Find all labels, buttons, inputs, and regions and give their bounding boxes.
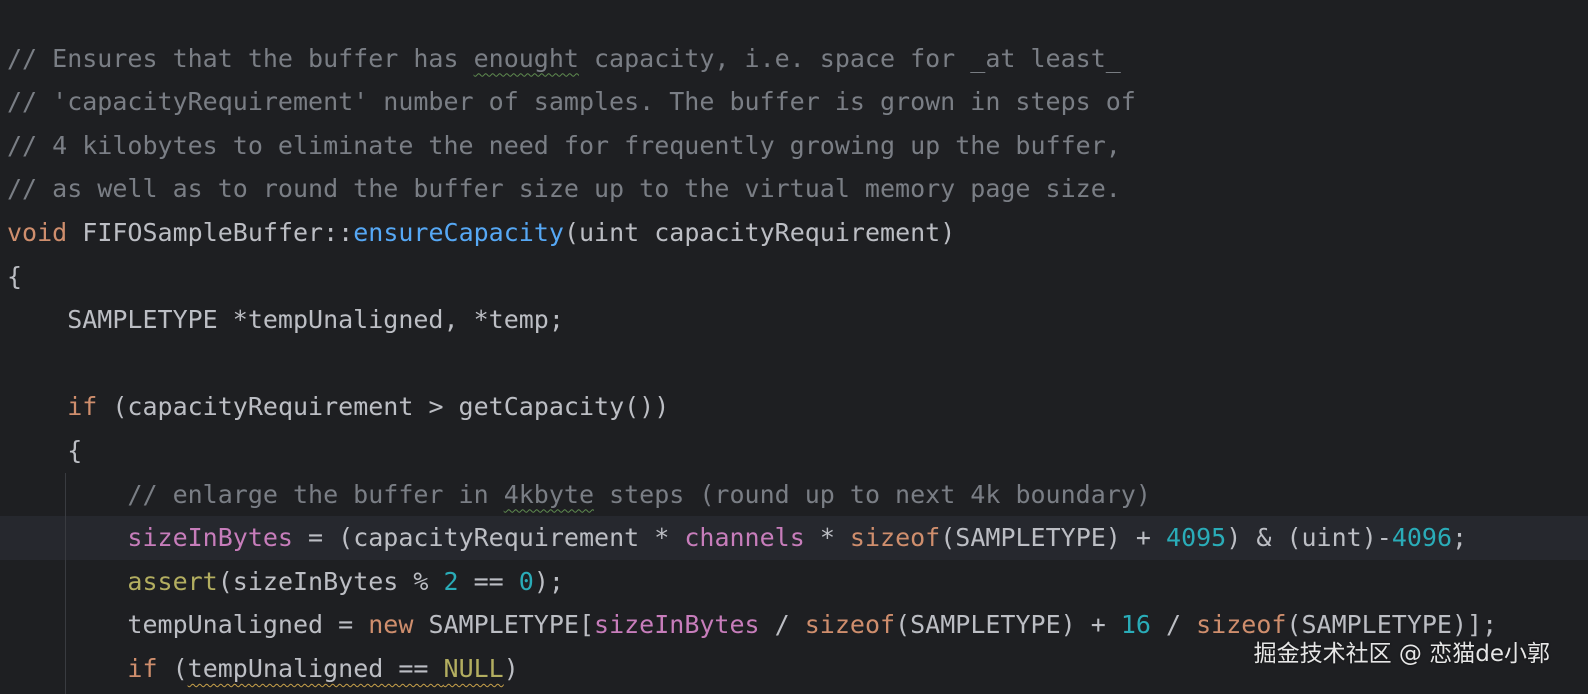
code-token-keyword: sizeof	[1196, 610, 1287, 640]
code-token-field: channels	[684, 523, 805, 553]
code-token-plain: (capacityRequirement > getCapacity())	[97, 392, 670, 422]
code-line-text: {	[7, 429, 82, 473]
code-line[interactable]: // as well as to round the buffer size u…	[0, 167, 1588, 211]
code-token-plain: SAMPLETYPE[	[413, 610, 595, 640]
code-line-text: // as well as to round the buffer size u…	[7, 167, 1121, 211]
code-line-text: SAMPLETYPE *tempUnaligned, *temp;	[7, 298, 564, 342]
code-token-keyword: sizeof	[804, 610, 896, 640]
code-token-plain: = (capacityRequirement *	[293, 523, 685, 553]
code-token-comment: // 'capacityRequirement' number of sampl…	[7, 87, 1136, 117]
code-line-text: if (capacityRequirement > getCapacity())	[7, 385, 669, 429]
code-token-macro: assert	[127, 566, 218, 596]
code-line-text: // enlarge the buffer in 4kbyte steps (r…	[7, 473, 1151, 517]
code-line-text: if (tempUnaligned == NULL)	[7, 647, 519, 691]
code-token-plain	[7, 523, 127, 552]
code-token-keyword: if	[127, 653, 158, 683]
code-line[interactable]: if (tempUnaligned == NULL)	[0, 647, 1588, 691]
code-line-text: // 'capacityRequirement' number of sampl…	[7, 80, 1136, 124]
code-token-plain-flagged: tempUnaligned ==	[187, 653, 444, 683]
code-token-plain	[7, 392, 67, 421]
code-token-plain: /	[759, 610, 805, 640]
code-line-text: {	[7, 255, 22, 299]
code-token-comment: // Ensures that the buffer has	[7, 43, 474, 73]
code-token-plain: (	[157, 653, 188, 683]
code-token-plain: (SAMPLETYPE) +	[895, 610, 1121, 640]
code-token-plain: (sizeInBytes %	[217, 566, 444, 596]
code-token-comment: // as well as to round the buffer size u…	[7, 174, 1121, 204]
code-line-text: // 4 kilobytes to eliminate the need for…	[7, 124, 1121, 168]
code-token-comment-flagged: enought	[473, 43, 579, 73]
code-token-comment: steps (round up to next 4k boundary)	[594, 479, 1151, 509]
code-token-plain: {	[7, 435, 83, 465]
code-line-text: assert(sizeInBytes % 2 == 0);	[7, 560, 564, 604]
code-token-plain: tempUnaligned =	[7, 610, 369, 640]
code-token-plain: (SAMPLETYPE)];	[1286, 610, 1498, 640]
code-token-plain	[7, 567, 127, 596]
code-line-text: void FIFOSampleBuffer::ensureCapacity(ui…	[7, 211, 955, 255]
code-line[interactable]: assert(sizeInBytes % 2 == 0);	[0, 560, 1588, 604]
code-token-number: 2	[443, 566, 459, 596]
code-line-text: sizeInBytes = (capacityRequirement * cha…	[7, 516, 1467, 560]
code-token-plain: /	[1150, 610, 1197, 640]
code-token-macro-flagged: NULL	[443, 653, 504, 683]
code-token-number: 0	[518, 566, 534, 596]
code-token-comment: // enlarge the buffer in	[7, 479, 504, 509]
code-line[interactable]: SAMPLETYPE *tempUnaligned, *temp;	[0, 298, 1588, 342]
code-token-plain: );	[533, 566, 564, 596]
code-token-plain: *	[804, 523, 850, 553]
code-line[interactable]: // 4 kilobytes to eliminate the need for…	[0, 124, 1588, 168]
code-line[interactable]: {	[0, 255, 1588, 299]
code-token-comment: // 4 kilobytes to eliminate the need for…	[7, 130, 1121, 160]
code-line-text: // Ensures that the buffer has enought c…	[7, 37, 1121, 81]
code-line[interactable]: // Ensures that the buffer has enought c…	[0, 37, 1588, 81]
code-token-plain: {	[7, 261, 23, 291]
code-token-number: 4095	[1166, 523, 1227, 553]
code-token-comment-flagged: 4kbyte	[503, 479, 595, 509]
code-line[interactable]: {	[0, 429, 1588, 473]
code-token-number: 4096	[1391, 523, 1453, 553]
code-line[interactable]: // 'capacityRequirement' number of sampl…	[0, 80, 1588, 124]
current-code-line[interactable]: sizeInBytes = (capacityRequirement * cha…	[0, 516, 1588, 560]
indent-guide	[65, 472, 66, 694]
code-token-field: sizeInBytes	[127, 523, 293, 553]
code-line[interactable]: void FIFOSampleBuffer::ensureCapacity(ui…	[0, 211, 1588, 255]
code-token-keyword: sizeof	[849, 523, 941, 553]
code-line[interactable]: if (capacityRequirement > getCapacity())	[0, 385, 1588, 429]
code-token-keyword: void	[7, 217, 68, 247]
code-token-class: FIFOSampleBuffer	[82, 217, 324, 247]
code-token-plain: (SAMPLETYPE) +	[940, 523, 1167, 553]
code-token-keyword: if	[67, 392, 98, 422]
code-token-func: ensureCapacity	[353, 217, 564, 247]
code-token-plain: ==	[458, 566, 519, 596]
code-line-text: tempUnaligned = new SAMPLETYPE[sizeInByt…	[7, 603, 1497, 647]
code-token-field: sizeInBytes	[594, 610, 760, 640]
code-token-plain	[67, 218, 82, 247]
code-token-plain: )	[503, 653, 519, 683]
code-token-plain: SAMPLETYPE *tempUnaligned, *temp;	[7, 305, 564, 335]
code-token-plain: (uint capacityRequirement)	[563, 217, 956, 247]
code-token-plain: ::	[323, 217, 354, 247]
code-token-number: 16	[1120, 610, 1151, 640]
watermark: 掘金技术社区 @ 恋猫de小郭	[1253, 641, 1550, 667]
code-line[interactable]	[0, 342, 1588, 386]
code-token-comment: capacity, i.e. space for _at least_	[578, 43, 1121, 73]
code-line[interactable]: // enlarge the buffer in 4kbyte steps (r…	[0, 473, 1588, 517]
code-token-plain: ;	[1452, 523, 1468, 553]
code-line[interactable]: tempUnaligned = new SAMPLETYPE[sizeInByt…	[0, 603, 1588, 647]
code-token-plain: ) & (uint)-	[1226, 523, 1392, 553]
code-token-plain	[7, 654, 127, 683]
code-token-keyword: new	[368, 610, 414, 640]
